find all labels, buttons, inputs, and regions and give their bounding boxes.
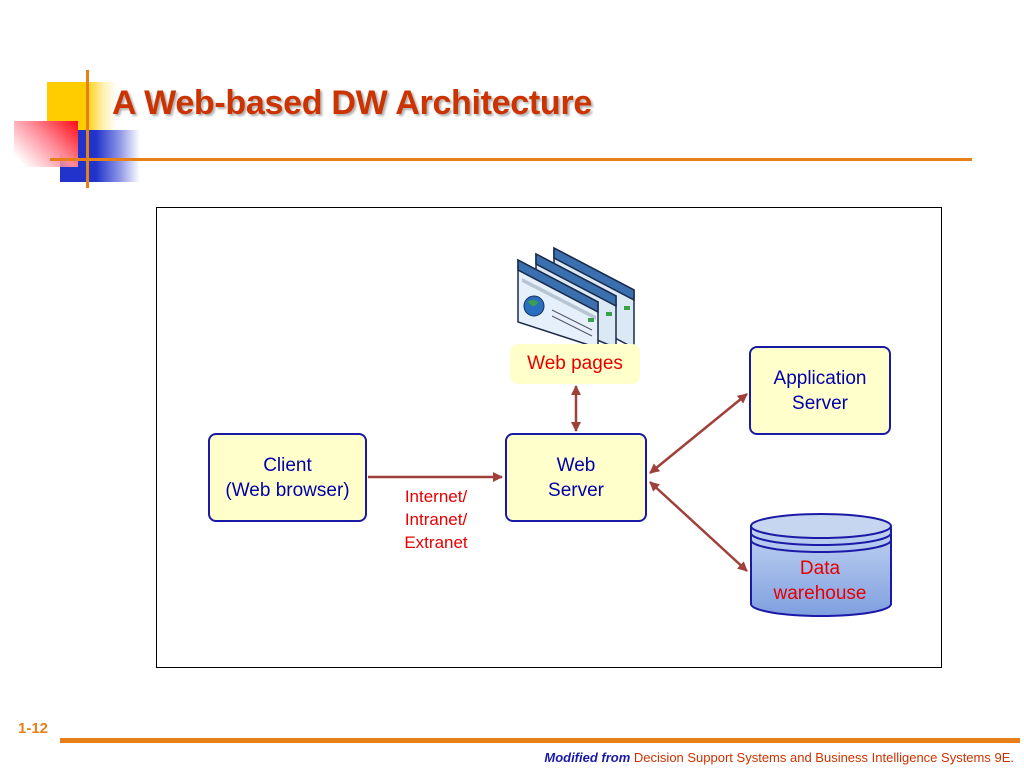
arrow-webserver-datawarehouse <box>649 481 748 572</box>
dw-label-line1: Data <box>799 558 841 579</box>
dw-label-line2: warehouse <box>773 583 867 604</box>
footer-divider <box>60 738 1020 743</box>
web-server-label-line2: Server <box>548 479 604 501</box>
network-label-extranet: Extranet <box>404 533 468 552</box>
web-server-node: Web Server <box>505 433 647 522</box>
web-server-label-line1: Web <box>556 454 596 476</box>
data-warehouse-cylinder-icon <box>750 513 892 617</box>
footer-citation: Modified from Decision Support Systems a… <box>544 750 1014 765</box>
app-server-label-line1: Application <box>773 367 867 389</box>
app-server-label-line2: Server <box>792 392 848 414</box>
client-label-line2: (Web browser) <box>225 479 350 501</box>
title-underline <box>50 158 972 161</box>
slide-title: A Web-based DW Architecture <box>112 84 592 122</box>
client-node: Client (Web browser) <box>208 433 367 522</box>
footer-emphasis: Modified from <box>544 750 631 765</box>
client-label-line1: Client <box>263 454 312 476</box>
network-label-internet: Internet/ <box>404 487 468 506</box>
logo-vertical-line <box>86 70 89 188</box>
web-pages-icon <box>517 246 635 348</box>
web-pages-label: Web pages <box>510 344 640 384</box>
footer-source: Decision Support Systems and Business In… <box>633 750 1014 765</box>
slide-number: 1-12 <box>18 720 49 737</box>
application-server-node: Application Server <box>749 346 891 435</box>
diagram-frame <box>156 207 942 668</box>
data-warehouse-node: Data warehouse <box>750 556 890 606</box>
network-label: Internet/ Intranet/ Extranet <box>388 485 484 554</box>
arrow-webserver-appserver <box>649 393 748 474</box>
network-label-intranet: Intranet/ <box>404 510 468 529</box>
